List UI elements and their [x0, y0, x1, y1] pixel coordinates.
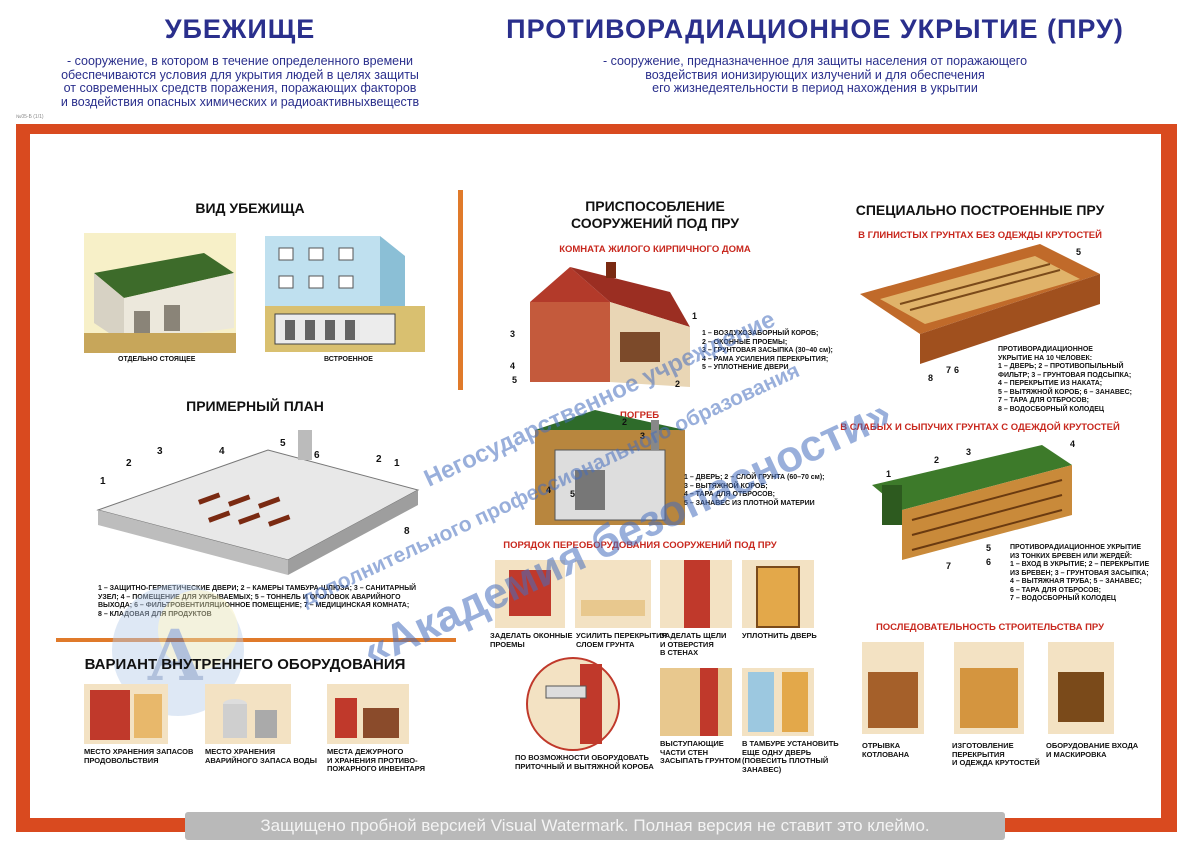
seq-entrance-image [1048, 642, 1114, 734]
room-subtitle: КОМНАТА ЖИЛОГО КИРПИЧНОГО ДОМА [559, 244, 751, 255]
clay-shelter-image [860, 244, 1100, 364]
caption-step-ventilation: ПО ВОЗМОЖНОСТИ ОБОРУДОВАТЬ ПРИТОЧНЫЙ И В… [515, 753, 654, 771]
room-number: 3 [510, 329, 516, 339]
plan-number: 1 [100, 476, 106, 487]
trial-watermark-bar: Защищено пробной версией Visual Watermar… [185, 812, 1005, 840]
special-title: СПЕЦИАЛЬНО ПОСТРОЕННЫЕ ПРУ [855, 202, 1105, 218]
caption-seq-entrance: ОБОРУДОВАНИЕ ВХОДА И МАСКИРОВКА [1046, 741, 1139, 759]
clay-number: 7 [946, 365, 952, 375]
adaptation-title: ПРИСПОСОБЛЕНИЕ СООРУЖЕНИЙ ПОД ПРУ [570, 198, 740, 231]
vertical-divider [458, 190, 463, 390]
caption-step-soil: ВЫСТУПАЮЩИЕ ЧАСТИ СТЕН ЗАСЫПАТЬ ГРУНТОМ [660, 739, 741, 765]
loose-number: 6 [986, 557, 992, 567]
caption-built-in: ВСТРОЕННОЕ [324, 356, 373, 363]
fire-equipment-image [327, 684, 409, 744]
plan-legend: 1 – ЗАЩИТНО-ГЕРМЕТИЧЕСКИЕ ДВЕРИ; 2 – КАМ… [98, 585, 417, 618]
loose-number: 4 [1070, 439, 1076, 449]
caption-water-storage: МЕСТО ХРАНЕНИЯ АВАРИЙНОГО ЗАПАСА ВОДЫ [205, 747, 317, 765]
caption-step-door: УПЛОТНИТЬ ДВЕРЬ [742, 631, 817, 640]
caption-standalone: ОТДЕЛЬНО СТОЯЩЕЕ [118, 356, 196, 363]
cellar-subtitle: ПОГРЕБ [620, 410, 660, 421]
step-cracks-image [660, 560, 732, 628]
plan-number: 2 [126, 458, 132, 469]
step-window-image [495, 560, 565, 628]
loose-number: 2 [934, 455, 940, 465]
cellar-number: 3 [640, 431, 646, 441]
step-ventilation-image [526, 657, 620, 751]
room-number: 2 [675, 379, 681, 389]
clay-subtitle: В ГЛИНИСТЫХ ГРУНТАХ БЕЗ ОДЕЖДЫ КРУТОСТЕЙ [858, 230, 1102, 241]
plan-title: ПРИМЕРНЫЙ ПЛАН [186, 398, 324, 414]
clay-number: 5 [1076, 247, 1082, 257]
loose-number: 5 [986, 543, 992, 553]
loose-number: 7 [946, 561, 952, 571]
svg-text:A: A [147, 614, 204, 697]
cellar-legend: 1 – ДВЕРЬ; 2 – СЛОЙ ГРУНТА (60–70 см); 3… [684, 474, 825, 507]
room-number: 5 [512, 375, 518, 385]
left-description: - сооружение, в котором в течение опреде… [60, 54, 420, 109]
plan-number: 1 [394, 458, 400, 469]
shelter-view-title: ВИД УБЕЖИЩА [195, 200, 305, 216]
academy-logo-watermark: A [112, 584, 244, 716]
right-title: ПРОТИВОРАДИАЦИОННОЕ УКРЫТИЕ (ПРУ) [506, 14, 1124, 44]
loose-shelter-image [872, 445, 1072, 560]
clay-number: 6 [954, 365, 960, 375]
caption-step-window: ЗАДЕЛАТЬ ОКОННЫЕ ПРОЕМЫ [490, 631, 573, 649]
built-in-shelter-image [265, 236, 425, 352]
water-storage-image [205, 684, 291, 744]
cellar-number: 5 [570, 489, 576, 499]
plan-number: 5 [280, 438, 286, 449]
caption-step-cracks: ЗАДЕЛАТЬ ЩЕЛИ И ОТВЕРСТИЯ В СТЕНАХ [660, 631, 727, 657]
clay-legend: ПРОТИВОРАДИАЦИОННОЕ УКРЫТИЕ НА 10 ЧЕЛОВЕ… [998, 346, 1132, 413]
plan-number: 3 [157, 446, 163, 457]
sequence-subtitle: ПОСЛЕДОВАТЕЛЬНОСТЬ СТРОИТЕЛЬСТВА ПРУ [875, 622, 1105, 633]
equipment-title: ВАРИАНТ ВНУТРЕННЕГО ОБОРУДОВАНИЯ [84, 656, 406, 673]
step-curtain-image [742, 668, 814, 736]
left-title: УБЕЖИЩЕ [164, 14, 316, 44]
caption-food-storage: МЕСТО ХРАНЕНИЯ ЗАПАСОВ ПРОДОВОЛЬСТВИЯ [84, 747, 194, 765]
brick-house-room-image [530, 262, 690, 387]
plan-number: 8 [404, 526, 410, 537]
plan-number: 4 [219, 446, 225, 457]
step-ceiling-image [575, 560, 651, 628]
caption-step-ceiling: УСИЛИТЬ ПЕРЕКРЫТИЯ СЛОЕМ ГРУНТА [576, 631, 667, 649]
caption-seq-roofing: ИЗГОТОВЛЕНИЕ ПЕРЕКРЫТИЯ И ОДЕЖДА КРУТОСТ… [952, 741, 1040, 767]
cellar-number: 2 [622, 417, 628, 427]
horizontal-divider [56, 638, 456, 642]
right-description: - сооружение, предназначенное для защиты… [602, 54, 1028, 95]
plan-number: 6 [314, 450, 320, 461]
room-number: 1 [692, 311, 698, 321]
loose-legend: ПРОТИВОРАДИАЦИОННОЕ УКРЫТИЕ ИЗ ТОНКИХ БР… [1010, 544, 1150, 602]
shelter-plan-image [96, 430, 420, 575]
caption-seq-excavation: ОТРЫВКА КОТЛОВАНА [862, 741, 910, 759]
standalone-shelter-image [84, 233, 236, 353]
step-door-image [742, 560, 814, 628]
caption-fire-equipment: МЕСТА ДЕЖУРНОГО И ХРАНЕНИЯ ПРОТИВО- ПОЖА… [327, 747, 426, 773]
loose-number: 3 [966, 447, 972, 457]
room-number: 4 [510, 361, 516, 371]
clay-number: 8 [928, 373, 934, 383]
step-soil-image [660, 668, 732, 736]
cellar-image [535, 410, 685, 525]
caption-step-curtain: В ТАМБУРЕ УСТАНОВИТЬ ЕЩЕ ОДНУ ДВЕРЬ (ПОВ… [742, 739, 839, 774]
room-legend: 1 – ВОЗДУХОЗАБОРНЫЙ КОРОБ; 2 – ОКОННЫЕ П… [702, 330, 833, 371]
loose-number: 1 [886, 469, 892, 479]
food-storage-image [84, 684, 168, 744]
cellar-number: 4 [546, 485, 552, 495]
plan-number: 2 [376, 454, 382, 465]
seq-excavation-image [862, 642, 924, 734]
seq-roofing-image [954, 642, 1024, 734]
order-subtitle: ПОРЯДОК ПЕРЕОБОРУДОВАНИЯ СООРУЖЕНИЙ ПОД … [503, 540, 777, 551]
poster-code: №05-Б (1/1) [16, 114, 44, 120]
loose-subtitle: В СЛАБЫХ И СЫПУЧИХ ГРУНТАХ С ОДЕЖДОЙ КРУ… [840, 422, 1120, 433]
